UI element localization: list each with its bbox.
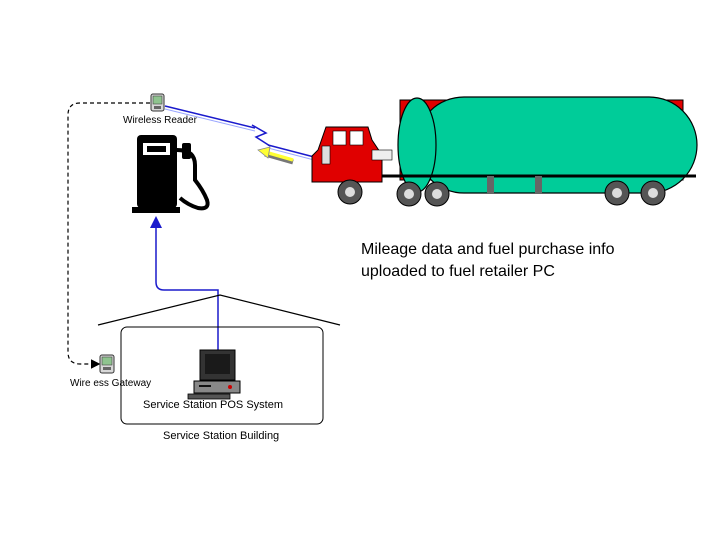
pump-pos-link: [150, 216, 219, 350]
caption-line-2: uploaded to fuel retailer PC: [361, 263, 555, 280]
wireless-signal-icon: [164, 105, 319, 162]
caption-line-1: Mileage data and fuel purchase info: [361, 241, 615, 258]
wireless-gateway-label: Wire ess Gateway: [70, 378, 152, 389]
data-upload-arrow-icon: [257, 146, 294, 165]
building-outline: [120, 326, 324, 425]
building-roof: [97, 294, 341, 326]
pos-computer-icon: [187, 349, 241, 400]
wireless-gateway-icon: [99, 354, 115, 374]
tanker-truck-icon: [311, 96, 698, 207]
wireless-reader-icon: [150, 93, 165, 112]
building-label: Service Station Building: [163, 430, 280, 442]
fuel-pump-icon: [132, 135, 210, 213]
pos-system-label: Service Station POS System: [143, 399, 283, 411]
wireless-reader-label: Wireless Reader: [123, 115, 197, 126]
